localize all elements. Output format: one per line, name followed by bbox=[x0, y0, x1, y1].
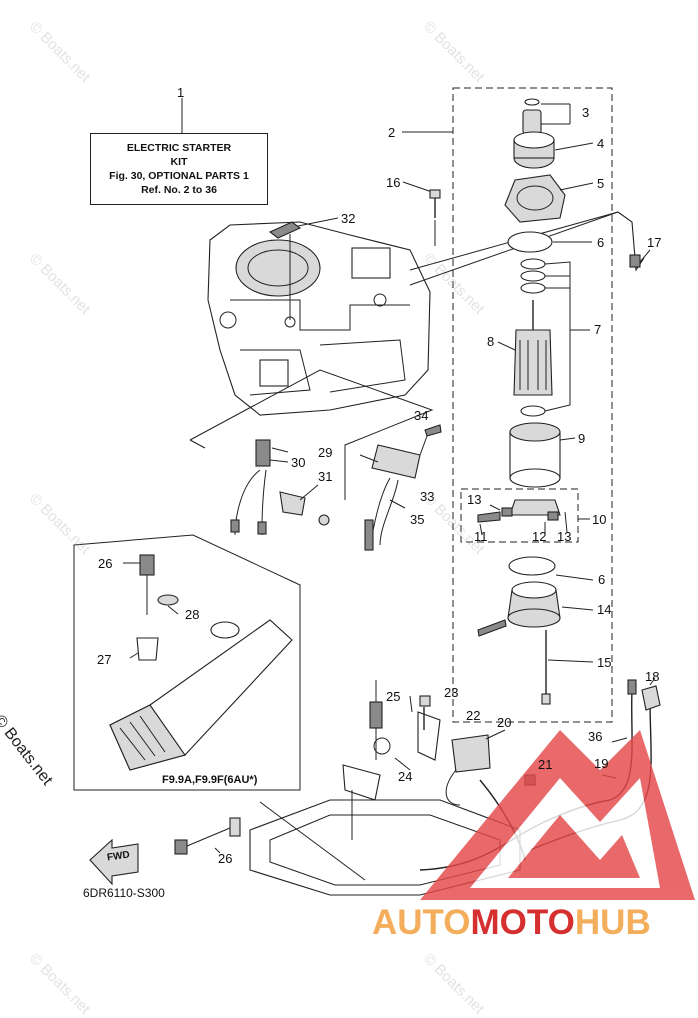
callout-28: 28 bbox=[185, 607, 200, 622]
brand-hub: HUB bbox=[574, 903, 651, 942]
parts-diagram: .ln { stroke:#222; stroke-width:1; fill:… bbox=[73, 87, 695, 900]
callout-34: 34 bbox=[414, 408, 429, 423]
part-3-spring bbox=[522, 98, 571, 135]
part-16-bolt bbox=[402, 181, 441, 246]
callout-17: 17 bbox=[647, 235, 662, 250]
callout-31: 31 bbox=[318, 469, 333, 484]
callout-26-bottom: 26 bbox=[218, 851, 233, 866]
brand-moto: MOTO bbox=[470, 903, 575, 942]
part-26-27-28-switch bbox=[123, 554, 179, 661]
callout-15: 15 bbox=[597, 655, 612, 670]
callout-21: 21 bbox=[538, 757, 553, 772]
callout-32: 32 bbox=[341, 211, 356, 226]
callout-3: 3 bbox=[582, 105, 590, 120]
callout-2: 2 bbox=[388, 125, 396, 140]
callout-29: 29 bbox=[318, 445, 333, 460]
diagram-code: 6DR6110-S300 bbox=[83, 886, 165, 900]
engine-block-drawing bbox=[207, 221, 431, 416]
callout-1: 1 bbox=[177, 85, 185, 100]
parts-29-30-31-switch bbox=[230, 439, 330, 536]
callout-14: 14 bbox=[597, 602, 612, 617]
callout-13-right: 13 bbox=[557, 529, 572, 544]
part-9-yoke bbox=[509, 422, 576, 488]
fwd-arrow bbox=[89, 838, 139, 886]
part-26-lower-switch bbox=[174, 817, 241, 855]
part-7-washers bbox=[520, 258, 590, 417]
part-15-through-bolt bbox=[541, 630, 594, 705]
part-4-drive-pinion bbox=[513, 131, 594, 169]
part-5-end-cover bbox=[504, 174, 594, 223]
kit-title-box: ELECTRIC STARTER KIT Fig. 30, OPTIONAL P… bbox=[90, 133, 268, 205]
callout-23: 23 bbox=[444, 685, 459, 700]
callout-24: 24 bbox=[398, 769, 413, 784]
callout-22: 22 bbox=[466, 708, 481, 723]
part-10-brushes bbox=[477, 499, 590, 536]
callout-33: 33 bbox=[420, 489, 435, 504]
starter-motor-group-box bbox=[452, 87, 613, 723]
automotohub-logo-mark bbox=[420, 730, 695, 900]
part-17-screw bbox=[617, 211, 651, 272]
part-8-armature bbox=[497, 300, 553, 396]
callout-5: 5 bbox=[597, 176, 605, 191]
callout-19: 19 bbox=[594, 756, 609, 771]
kit-title-line3: Fig. 30, OPTIONAL PARTS 1 bbox=[109, 170, 249, 182]
tiller-handle-drawing bbox=[109, 619, 293, 771]
callout-27: 27 bbox=[97, 652, 112, 667]
callout-6-bottom: 6 bbox=[598, 572, 606, 587]
parts-33-34-35-rectifier bbox=[359, 424, 442, 551]
callout-13-left: 13 bbox=[467, 492, 482, 507]
brand-auto: AUTO bbox=[372, 903, 471, 942]
callout-30: 30 bbox=[291, 455, 306, 470]
part-32-grommet bbox=[268, 217, 339, 320]
variant-label: F9.9A,F9.9F(6AU*) bbox=[162, 774, 258, 786]
callout-26-top: 26 bbox=[98, 556, 113, 571]
brush-set-group-box bbox=[460, 488, 579, 543]
callout-36: 36 bbox=[588, 729, 603, 744]
callout-9: 9 bbox=[578, 431, 586, 446]
callout-20: 20 bbox=[497, 715, 512, 730]
parts-20-25-relay bbox=[342, 680, 536, 806]
callout-7: 7 bbox=[594, 322, 602, 337]
part-6-oring-top bbox=[507, 231, 553, 253]
part-6-oring-bottom bbox=[508, 556, 556, 576]
part-14-front-cover bbox=[477, 581, 594, 637]
callout-12: 12 bbox=[532, 529, 547, 544]
callout-4: 4 bbox=[597, 136, 605, 151]
automotohub-brand: AUTOMOTOHUB bbox=[372, 905, 651, 940]
kit-title-line2: KIT bbox=[170, 156, 188, 168]
kit-title-line1: ELECTRIC STARTER bbox=[126, 142, 232, 154]
callout-35: 35 bbox=[410, 512, 425, 527]
callout-18: 18 bbox=[645, 669, 660, 684]
callout-6-top: 6 bbox=[597, 235, 605, 250]
kit-title-line4: Ref. No. 2 to 36 bbox=[141, 184, 217, 196]
tiller-inset-box bbox=[73, 534, 301, 791]
callout-8: 8 bbox=[487, 334, 495, 349]
callout-10: 10 bbox=[592, 512, 607, 527]
callout-16: 16 bbox=[386, 175, 401, 190]
callout-11: 11 bbox=[474, 529, 488, 544]
callout-25: 25 bbox=[386, 689, 401, 704]
